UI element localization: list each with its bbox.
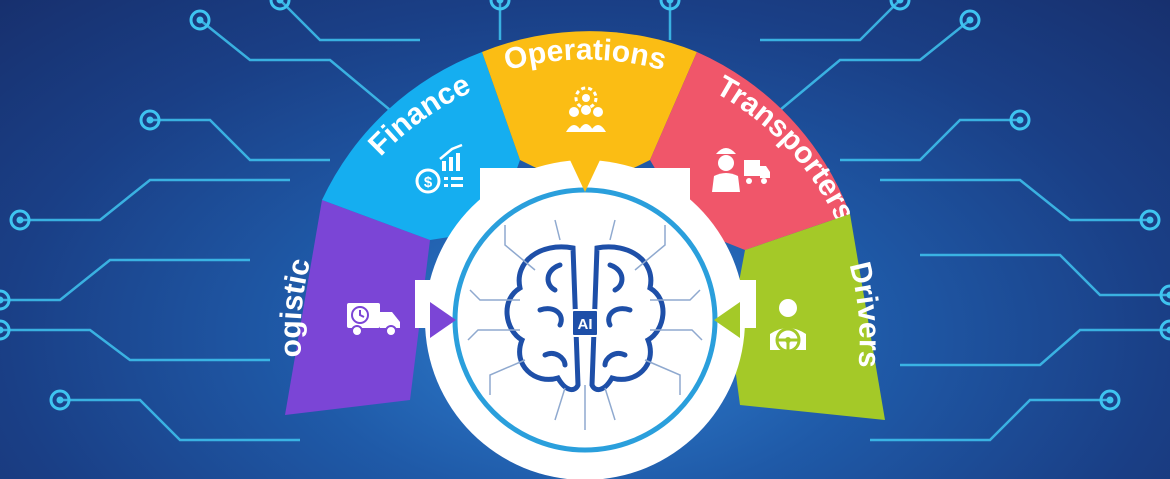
circuit-node [9, 209, 31, 231]
circuit-node-dot [196, 16, 204, 24]
circuit-node-dot [1016, 116, 1024, 124]
circuit-node [1159, 284, 1170, 306]
circuit-node-dot [1106, 396, 1114, 404]
circuit-node [959, 9, 981, 31]
circuit-trace [870, 398, 1110, 442]
driver-steering-icon [770, 299, 806, 353]
circuit-node [1159, 319, 1170, 341]
circuit-node [0, 289, 11, 311]
segment-transporters-wedge [650, 52, 850, 250]
circuit-node [889, 0, 911, 11]
brain-wire [489, 359, 526, 395]
circuit-trace [840, 118, 1020, 162]
segment-finance-wedge [322, 52, 520, 240]
circuit-node [659, 0, 681, 11]
circuit-node [1099, 389, 1121, 411]
circuit-trace [199, 19, 391, 111]
brain-wire [609, 219, 616, 241]
circuit-node-dot [0, 296, 4, 304]
circuit-node-dot [56, 396, 64, 404]
ai-brain-icon: AI [467, 219, 703, 430]
circuit-trace [779, 19, 971, 111]
operations-team-icon [566, 86, 606, 132]
circuit-trace [20, 178, 290, 222]
circuit-node [1009, 109, 1031, 131]
circuit-trace [60, 398, 300, 442]
circuit-trace [900, 328, 1170, 367]
brain-wire [650, 289, 701, 301]
circuit-node [189, 9, 211, 31]
brain-wire [644, 359, 681, 395]
segment-operations[interactable]: Operations [482, 31, 697, 192]
circuit-trace [880, 178, 1150, 222]
circuit-node-dot [1146, 216, 1154, 224]
circuit-trace [279, 0, 420, 42]
circuit-node-dot [0, 326, 4, 334]
svg-text:$: $ [424, 174, 433, 191]
circuit-node-dot [896, 0, 904, 4]
transporter-worker-icon [712, 148, 770, 192]
circuit-node-dot [276, 0, 284, 4]
finance-growth-icon: $ [415, 143, 463, 194]
circuit-node [139, 109, 161, 131]
circuit-node [49, 389, 71, 411]
circuit-node-dot [1166, 326, 1170, 334]
brain-wire [650, 329, 703, 341]
circuit-trace [760, 0, 901, 42]
ai-chip-label: AI [578, 316, 593, 333]
brain-wire [469, 289, 520, 301]
brain-wire [604, 387, 616, 421]
circuit-trace [150, 118, 330, 162]
brain-wire [467, 329, 520, 341]
brain-wire [504, 225, 536, 271]
brain-wire [554, 387, 566, 421]
circuit-node-dot [496, 0, 504, 4]
circuit-node [269, 0, 291, 11]
circuit-node [0, 319, 11, 341]
circuit-node-dot [1166, 291, 1170, 299]
circuit-node [489, 0, 511, 11]
circuit-node [1139, 209, 1161, 231]
circuit-node-dot [666, 0, 674, 4]
segment-drivers-wedge [730, 214, 885, 420]
brain-wire [634, 225, 666, 271]
circuit-traces [0, 0, 1170, 442]
circuit-node-dot [146, 116, 154, 124]
delivery-truck-icon [347, 303, 400, 337]
circuit-trace [0, 328, 270, 362]
segment-drivers[interactable]: Drivers [730, 214, 886, 420]
circuit-node-dot [966, 16, 974, 24]
circuit-trace [920, 253, 1170, 297]
circuit-trace [0, 258, 250, 302]
brain-wire [554, 219, 561, 241]
circuit-node-dot [16, 216, 24, 224]
